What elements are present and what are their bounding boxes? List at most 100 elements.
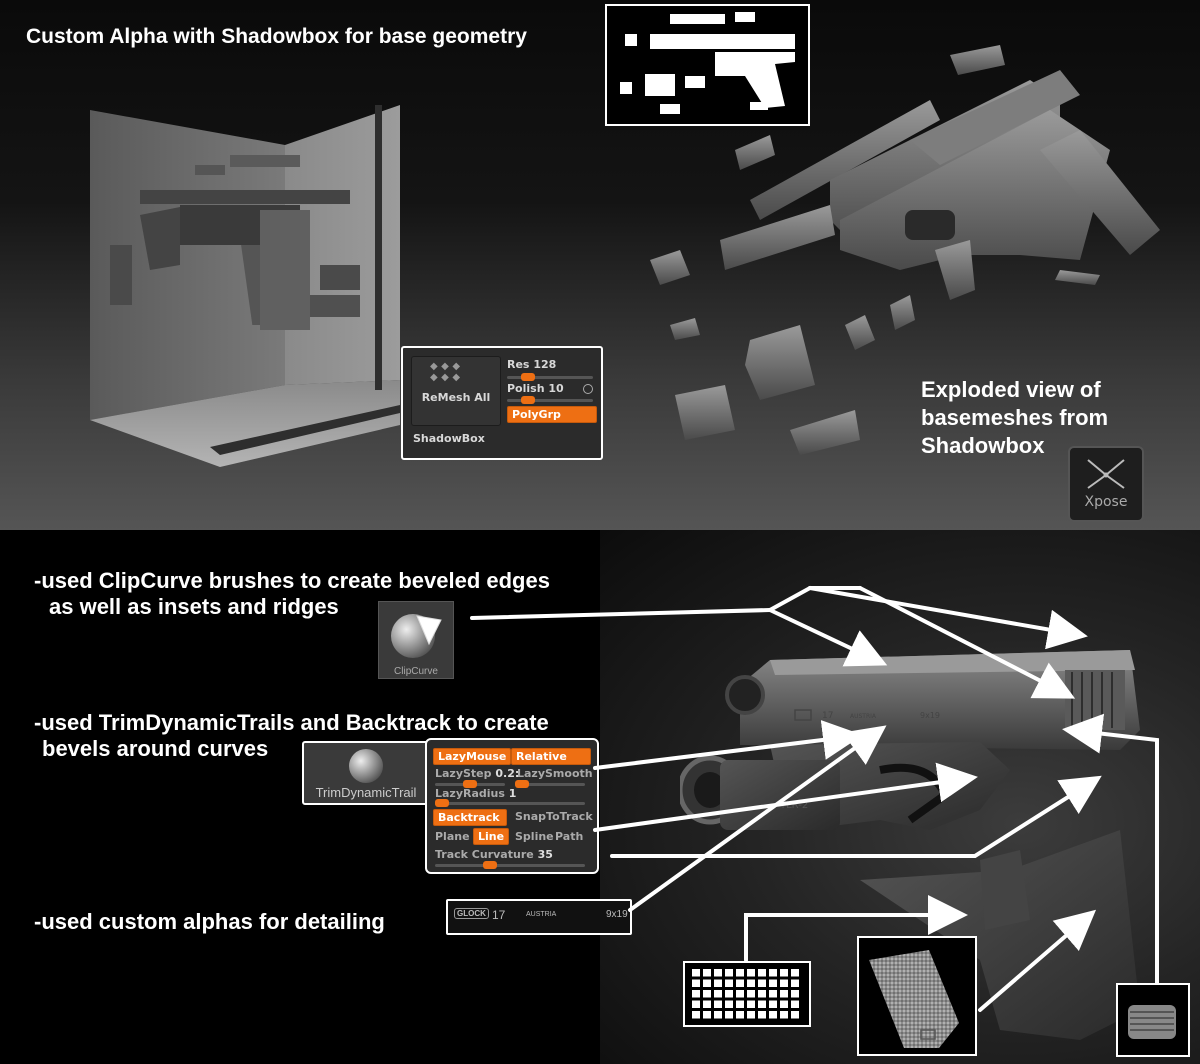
callout-arrows <box>470 586 1159 1042</box>
checker-cell <box>725 990 733 998</box>
lazystep-slider[interactable] <box>435 780 505 788</box>
res-slider-label: Res 128 <box>507 358 556 371</box>
checker-cell <box>791 990 799 998</box>
xpose-label: Xpose <box>1084 494 1128 510</box>
checker-cell <box>714 990 722 998</box>
alpha-country: AUSTRIA <box>526 911 557 918</box>
checker-cell <box>769 1011 777 1019</box>
track-curvature-slider-knob[interactable] <box>483 861 497 869</box>
shadowbox-button[interactable]: ShadowBox <box>413 432 485 445</box>
clipcurve-caption-line-2: as well as insets and ridges <box>49 594 339 619</box>
checker-cell <box>780 990 788 998</box>
xpose-button[interactable]: Xpose <box>1068 446 1144 522</box>
polish-slider-knob[interactable] <box>521 396 536 404</box>
spline-button[interactable]: Spline <box>515 830 554 843</box>
checker-cell <box>758 979 766 987</box>
lazyradius-label: LazyRadius <box>435 787 505 800</box>
snaptotrack-button[interactable]: SnapToTrack <box>515 810 593 823</box>
checker-cell <box>780 969 788 977</box>
checker-cell <box>714 979 722 987</box>
res-value: 128 <box>533 358 557 371</box>
checker-cell <box>769 1000 777 1008</box>
checker-cell <box>791 979 799 987</box>
checker-cell <box>747 1000 755 1008</box>
trim-caption-line-2: bevels around curves <box>42 736 269 761</box>
checker-alpha-pattern <box>692 969 799 1019</box>
checker-cell <box>747 969 755 977</box>
checker-cell <box>769 969 777 977</box>
lazymouse-button[interactable]: LazyMouse <box>433 748 511 765</box>
remesh-all-label: ReMesh All <box>421 391 491 404</box>
checker-cell <box>725 1011 733 1019</box>
lazysmooth-slider-knob[interactable] <box>515 780 529 788</box>
lazyradius-slider-knob[interactable] <box>435 799 449 807</box>
exploded-view-render <box>650 45 1160 455</box>
polygrp-button[interactable]: PolyGrp <box>507 406 597 423</box>
track-curvature-slider[interactable] <box>435 861 585 869</box>
checker-cell <box>747 979 755 987</box>
light-marking: TLR-2 <box>779 800 808 811</box>
remesh-all-button[interactable]: ◆ ◆ ◆◆ ◆ ◆ ReMesh All <box>411 356 501 426</box>
plane-button[interactable]: Plane <box>435 830 470 843</box>
lazysmooth-slider[interactable] <box>515 780 585 788</box>
relative-button[interactable]: Relative <box>511 748 591 765</box>
clipcurve-brush-label: ClipCurve <box>394 666 438 677</box>
checker-cell <box>692 979 700 987</box>
checker-cell <box>769 979 777 987</box>
xpose-arrows-icon <box>1087 459 1125 489</box>
backtrack-button[interactable]: Backtrack <box>433 809 507 826</box>
trimdynamictrail-brush-label: TrimDynamicTrail <box>315 785 417 800</box>
lazysmooth-slider-label: LazySmooth <box>517 767 593 780</box>
lazyradius-slider[interactable] <box>435 799 585 807</box>
checker-alpha-thumbnail <box>683 961 811 1027</box>
polish-value: 10 <box>548 382 564 395</box>
checker-cell <box>725 1000 733 1008</box>
checker-cell <box>736 990 744 998</box>
checker-cell <box>758 990 766 998</box>
res-slider-knob[interactable] <box>521 373 536 381</box>
serration-pattern <box>1128 1005 1176 1039</box>
checker-cell <box>703 990 711 998</box>
gun-country-marking: AUSTRIA <box>850 713 877 720</box>
trim-caption: -used TrimDynamicTrails and Backtrack to… <box>34 710 549 762</box>
checker-cell <box>791 969 799 977</box>
glock-logo: GLOCK <box>454 908 489 919</box>
checker-cell <box>780 979 788 987</box>
clipcurve-brush-button[interactable]: ClipCurve <box>378 601 454 679</box>
checker-cell <box>714 969 722 977</box>
checker-cell <box>758 1000 766 1008</box>
trimdynamictrail-brush-icon <box>349 749 383 783</box>
checker-cell <box>692 1011 700 1019</box>
grip-texture-pattern <box>869 950 959 1048</box>
res-slider[interactable] <box>507 373 593 381</box>
polish-slider[interactable] <box>507 396 593 404</box>
shadowbox-render <box>90 105 400 467</box>
path-button[interactable]: Path <box>555 830 584 843</box>
exploded-caption: Exploded view of basemeshes from Shadowb… <box>921 376 1108 460</box>
checker-cell <box>791 1000 799 1008</box>
serration-alpha-thumbnail <box>1116 983 1190 1057</box>
remesh-options-icon: ◆ ◆ ◆◆ ◆ ◆ <box>430 361 461 383</box>
checker-cell <box>725 979 733 987</box>
track-curvature-slider-label: Track Curvature 35 <box>435 848 553 861</box>
gun-model-marking: 17 <box>822 711 833 721</box>
lazystep-slider-knob[interactable] <box>463 780 477 788</box>
track-curvature-value: 35 <box>537 848 553 861</box>
checker-cell <box>703 1000 711 1008</box>
track-curvature-label: Track Curvature <box>435 848 534 861</box>
trimdynamictrail-brush-button[interactable]: TrimDynamicTrail <box>302 741 430 805</box>
trim-caption-line-1: -used TrimDynamicTrails and Backtrack to… <box>34 710 549 735</box>
gun-caliber-marking: 9x19 <box>920 711 940 720</box>
checker-cell <box>692 1000 700 1008</box>
alphas-caption: -used custom alphas for detailing <box>34 909 385 934</box>
lazystep-value: 0.2: <box>495 767 520 780</box>
checker-cell <box>780 1011 788 1019</box>
polish-label: Polish <box>507 382 545 395</box>
checker-cell <box>725 969 733 977</box>
top-caption: Custom Alpha with Shadowbox for base geo… <box>26 25 527 48</box>
line-button[interactable]: Line <box>473 828 509 845</box>
lazystep-slider-label: LazyStep 0.2: <box>435 767 519 780</box>
clipcurve-brush-icon <box>391 614 442 658</box>
checker-cell <box>736 1000 744 1008</box>
polish-circle-icon[interactable] <box>583 384 593 394</box>
